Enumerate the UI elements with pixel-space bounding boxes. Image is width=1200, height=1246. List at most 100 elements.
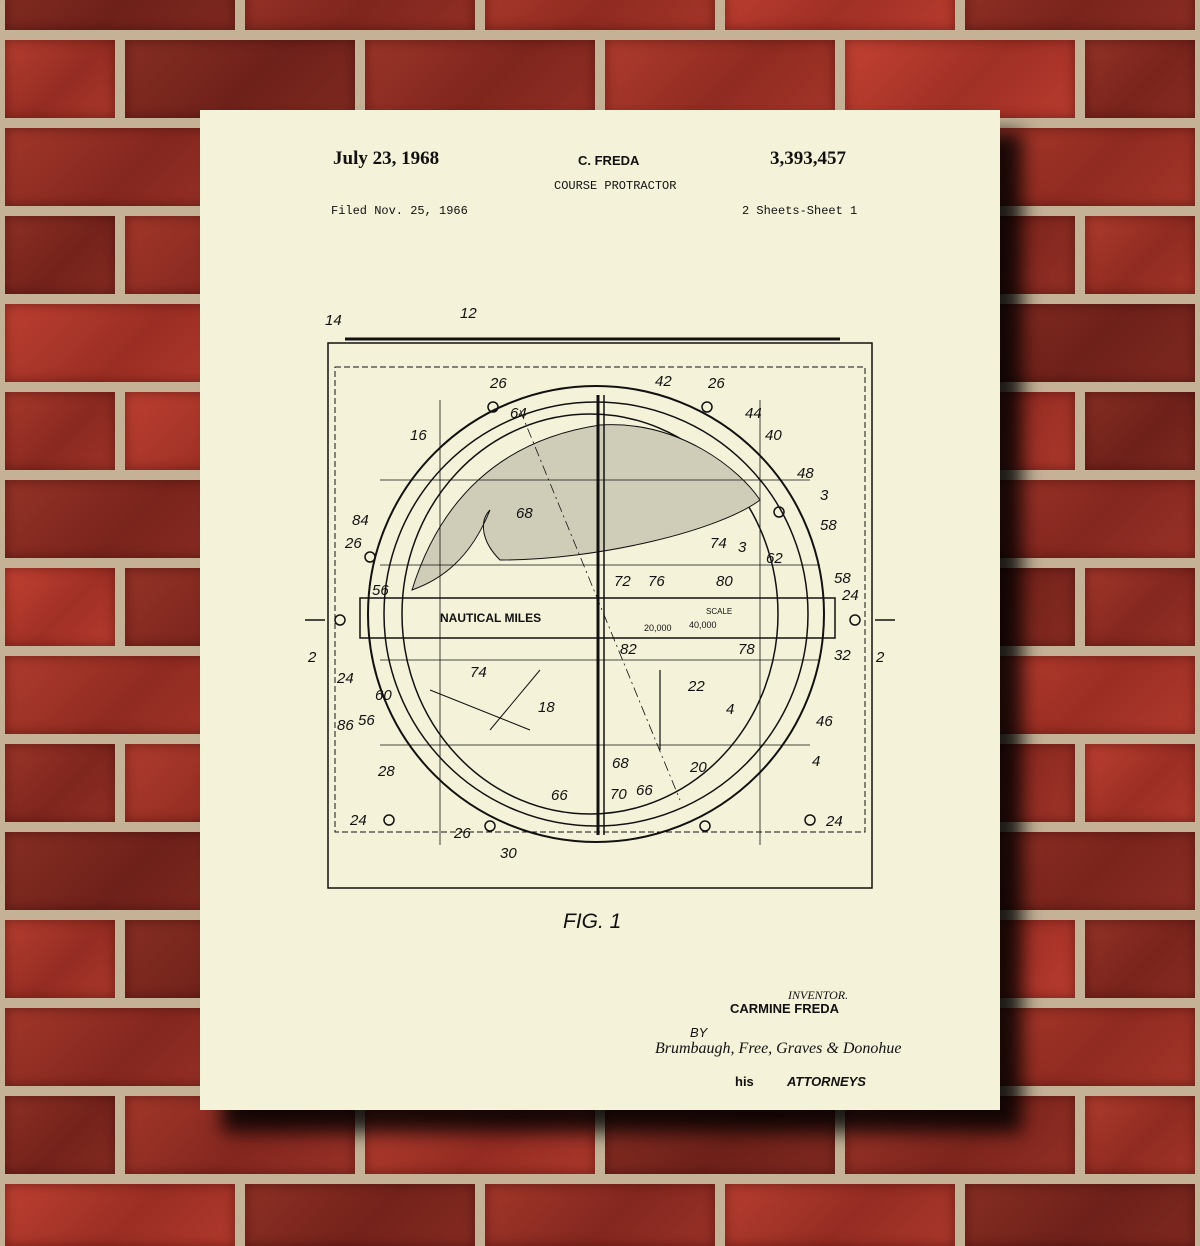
reference-numeral: 14 <box>325 312 342 329</box>
reference-numeral: 74 <box>470 664 487 681</box>
brick <box>365 40 595 118</box>
reference-numeral: 82 <box>620 641 637 658</box>
inventor-name: CARMINE FREDA <box>730 1001 840 1016</box>
reference-numeral: 58 <box>834 570 851 587</box>
reference-numeral: 62 <box>766 550 783 567</box>
reference-numeral: 40 <box>765 427 782 444</box>
brick <box>605 40 835 118</box>
reference-numeral: 42 <box>655 373 672 390</box>
reference-numeral: 30 <box>500 845 517 862</box>
brick <box>485 0 715 30</box>
brick <box>245 1184 475 1246</box>
reference-numeral: 4 <box>726 701 734 718</box>
protractor-ring <box>367 385 825 843</box>
brick <box>5 920 115 998</box>
his-label: his <box>735 1074 754 1089</box>
brick <box>1085 744 1195 822</box>
brick <box>5 0 235 30</box>
brick <box>965 832 1195 910</box>
reference-numeral: 26 <box>344 535 362 552</box>
reference-numeral: 58 <box>820 517 837 534</box>
brick-row <box>5 0 1195 30</box>
reference-numeral: 68 <box>612 755 629 772</box>
patent-number: 3,393,457 <box>770 148 846 169</box>
brick <box>1085 216 1195 294</box>
reference-numeral: 24 <box>349 812 367 829</box>
filed-date: Filed Nov. 25, 1966 <box>331 204 468 218</box>
brick <box>965 480 1195 558</box>
brick <box>5 744 115 822</box>
brick <box>1085 1096 1195 1174</box>
brick-row <box>5 1184 1195 1246</box>
brick <box>485 1184 715 1246</box>
reference-numeral: 68 <box>516 505 533 522</box>
scale-word: SCALE <box>706 607 732 616</box>
brick <box>5 40 115 118</box>
patent-date: July 23, 1968 <box>333 148 440 169</box>
brick <box>965 0 1195 30</box>
reference-numeral: 24 <box>336 670 354 687</box>
figure-label: FIG. 1 <box>563 910 621 933</box>
reference-numeral: 22 <box>687 678 705 695</box>
brick <box>1085 920 1195 998</box>
reference-numeral: 20 <box>689 759 707 776</box>
brick <box>1085 40 1195 118</box>
reference-numeral: 56 <box>372 582 389 599</box>
reference-numeral: 2 <box>875 649 885 666</box>
brick <box>965 304 1195 382</box>
reference-numeral: 24 <box>825 813 843 830</box>
reference-numeral: 76 <box>648 573 665 590</box>
reference-numeral: 66 <box>551 787 568 804</box>
brick <box>5 480 235 558</box>
reference-numeral: 56 <box>358 712 375 729</box>
attorneys-label: ATTORNEYS <box>787 1074 866 1089</box>
reference-numeral: 80 <box>716 573 733 590</box>
reference-numeral: 64 <box>510 405 527 422</box>
reference-numeral: 16 <box>410 427 427 444</box>
brick <box>5 216 115 294</box>
reference-numeral: 32 <box>834 647 851 664</box>
brick <box>5 568 115 646</box>
reference-numeral: 2 <box>307 649 317 666</box>
scale-value-b: 20,000 <box>644 623 672 633</box>
patent-poster: July 23, 1968 C. FREDA 3,393,457 COURSE … <box>200 110 1000 1110</box>
attorney-signature: Brumbaugh, Free, Graves & Donohue <box>655 1040 902 1057</box>
patent-title: COURSE PROTRACTOR <box>554 179 677 193</box>
brick <box>5 1096 115 1174</box>
reference-numeral: 28 <box>377 763 395 780</box>
scale-value-a: 40,000 <box>689 620 717 630</box>
reference-numeral: 18 <box>538 699 555 716</box>
reference-numeral: 46 <box>816 713 833 730</box>
brick <box>965 656 1195 734</box>
reference-numeral: 74 <box>710 535 727 552</box>
brick-row <box>5 40 1195 118</box>
reference-numeral: 84 <box>352 512 369 529</box>
brick <box>725 1184 955 1246</box>
sheet-count: 2 Sheets-Sheet 1 <box>742 204 858 218</box>
inventor-header: C. FREDA <box>578 153 640 168</box>
brick <box>965 128 1195 206</box>
reference-numeral: 26 <box>707 375 725 392</box>
reference-numeral: 3 <box>738 539 747 556</box>
inventor-label: INVENTOR. <box>788 988 849 1002</box>
brick <box>5 1184 235 1246</box>
reference-numeral: 24 <box>841 587 859 604</box>
by-label: BY <box>690 1025 708 1040</box>
reference-numeral: 4 <box>812 753 820 770</box>
brick <box>965 1008 1195 1086</box>
brick <box>5 128 235 206</box>
base-plate <box>327 342 873 889</box>
brick <box>5 832 235 910</box>
shaded-land-area <box>411 424 761 591</box>
brick <box>125 40 355 118</box>
brick <box>5 304 235 382</box>
reference-numeral: 44 <box>745 405 762 422</box>
reference-numeral: 60 <box>375 687 392 704</box>
brick <box>725 0 955 30</box>
reference-numeral: 86 <box>337 717 354 734</box>
reference-numeral: 70 <box>610 786 627 803</box>
brick-row <box>5 1096 1195 1174</box>
brick <box>5 1008 235 1086</box>
brick <box>1085 568 1195 646</box>
